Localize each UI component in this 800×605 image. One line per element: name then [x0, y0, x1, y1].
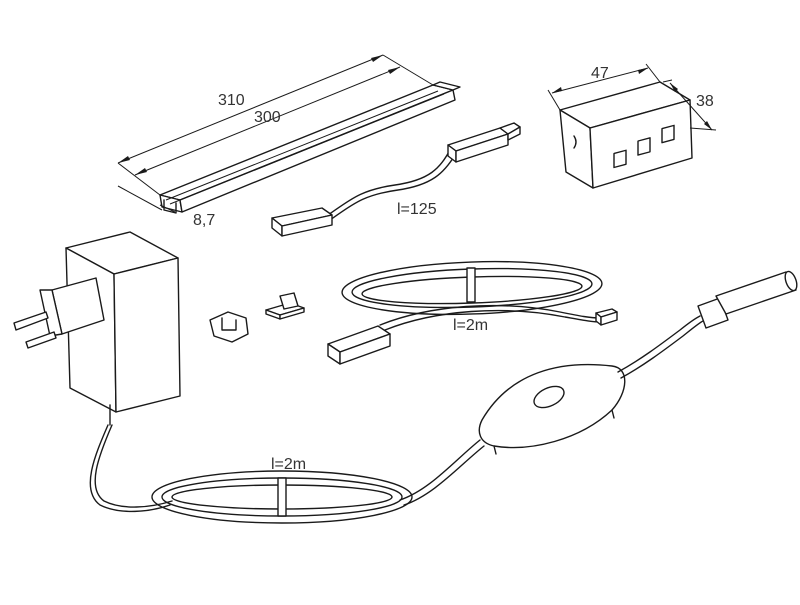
dimension-8-7 [117, 185, 176, 213]
supply-cable-length-label: l=2m [271, 456, 307, 473]
power-adapter [13, 231, 181, 426]
dimension-300 [134, 66, 401, 176]
dimension-38 [662, 79, 717, 131]
switch-cable [89, 270, 798, 524]
short-cable-length-label: l=125 [397, 201, 437, 218]
dimension-310 [117, 54, 434, 196]
extension-cable [327, 260, 618, 365]
mounting-bracket [265, 292, 305, 320]
extension-cable-length-label: l=2m [453, 317, 489, 334]
dimension-300-label: 300 [254, 109, 281, 126]
dimension-310-label: 310 [218, 92, 245, 109]
short-connector-cable [271, 122, 521, 237]
led-strip-profile [159, 81, 461, 214]
dimension-38-label: 38 [696, 93, 714, 110]
dimension-47 [547, 63, 661, 111]
dimension-8-7-label: 8,7 [193, 212, 216, 229]
distribution-box [559, 81, 693, 189]
mounting-clip [209, 311, 249, 343]
dimension-47-label: 47 [591, 65, 609, 82]
